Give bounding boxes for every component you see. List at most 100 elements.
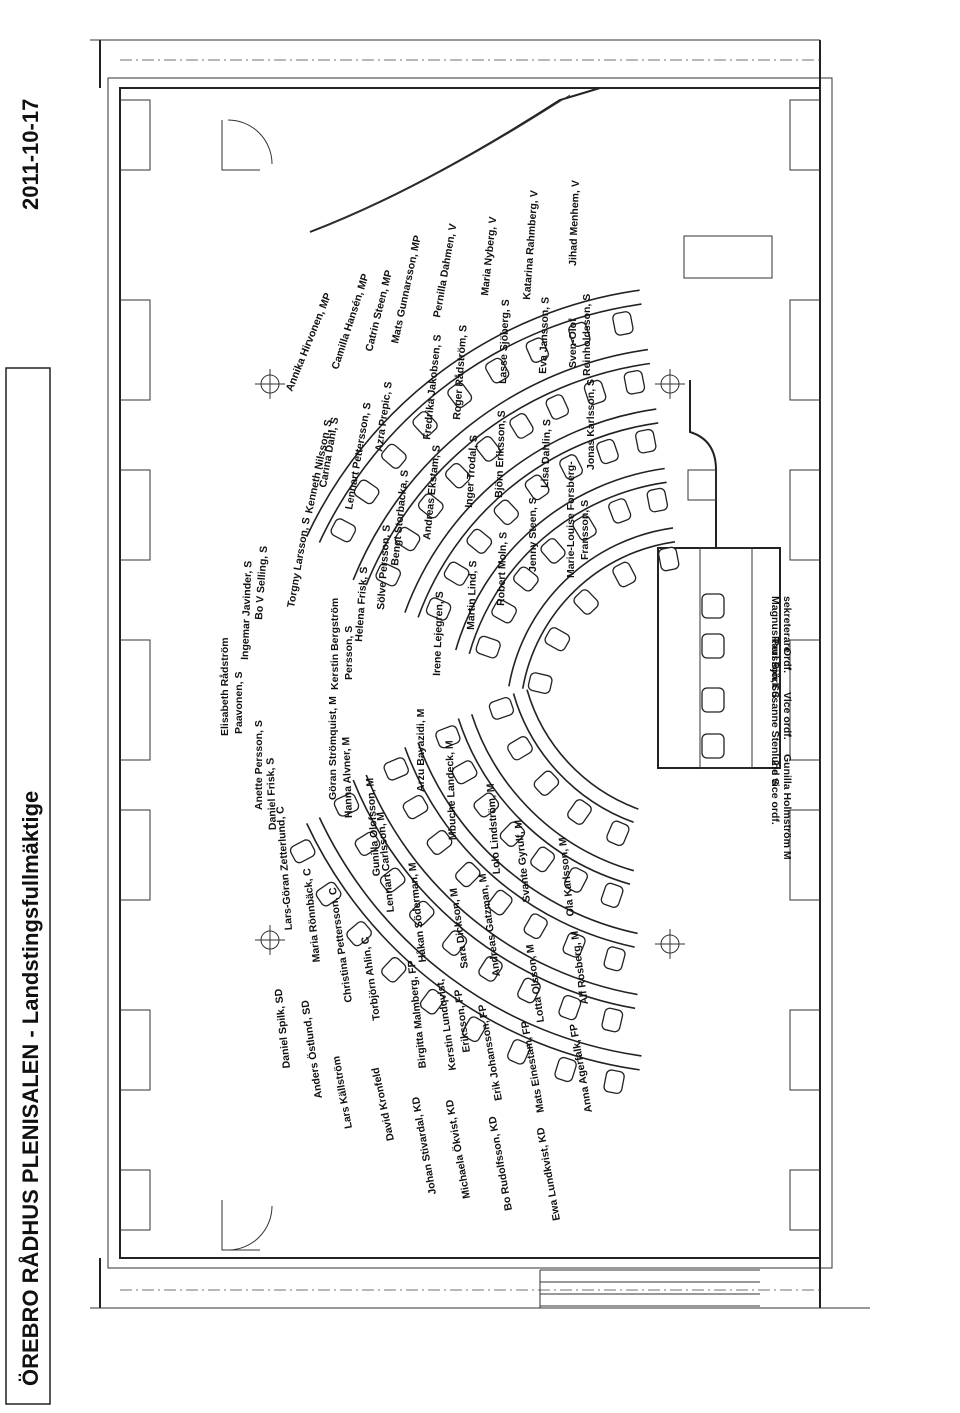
seat-label: Mats Gunnarsson, MP bbox=[389, 234, 424, 344]
bench-arc bbox=[404, 747, 635, 948]
survey-markers bbox=[255, 369, 685, 959]
bench-arc bbox=[512, 693, 634, 824]
chair bbox=[568, 321, 591, 347]
seat-label: Inger Trodal, S bbox=[463, 435, 480, 509]
chair bbox=[354, 831, 381, 856]
chair bbox=[562, 932, 586, 958]
chair bbox=[612, 311, 634, 336]
seat-label: Christina Pettersson, C bbox=[327, 886, 355, 1003]
chair bbox=[375, 562, 401, 587]
bench-arc bbox=[526, 689, 639, 810]
seat-label: Hanna Alvner, M bbox=[340, 736, 355, 818]
seat-label: Arzu Bayazidi, M bbox=[415, 708, 427, 792]
presidium-chair bbox=[701, 687, 725, 713]
bench-arc bbox=[404, 408, 657, 613]
bench-arc bbox=[305, 823, 640, 1071]
seat-label: Paavonen, S bbox=[233, 672, 245, 734]
chair bbox=[435, 725, 461, 749]
presidium-line: Ordf. bbox=[781, 648, 793, 673]
chair bbox=[473, 792, 500, 818]
chair bbox=[383, 757, 409, 781]
seat-label: Martin Lind, S bbox=[465, 560, 479, 630]
bench-arc bbox=[352, 779, 636, 1010]
seat-label: David Kronfeld bbox=[370, 1066, 397, 1142]
presidium-line: 2:e vice ordf. bbox=[769, 760, 781, 825]
bench-arc bbox=[365, 774, 638, 996]
seat-label: Göran Strömquist, M bbox=[327, 696, 339, 800]
seat-label: Kerstin Bergström bbox=[329, 598, 341, 690]
seat-label: Reinholdsson, S bbox=[581, 294, 593, 376]
chair bbox=[600, 882, 624, 908]
chair bbox=[513, 566, 539, 592]
chair bbox=[419, 988, 445, 1015]
bench-arc bbox=[455, 467, 665, 651]
presidium-labels: Gunilla Holmström M 2:e vice ordf. Susan… bbox=[769, 596, 793, 860]
seat-label: Maria Rönnbäck, C bbox=[301, 867, 323, 963]
seat-label: Irene Lejegren, S bbox=[431, 591, 446, 676]
chair bbox=[509, 413, 534, 439]
chair bbox=[493, 499, 519, 526]
chair bbox=[544, 627, 571, 652]
chair bbox=[527, 672, 553, 694]
seat-label: Roger Rådström, S bbox=[451, 324, 470, 420]
seat-label: Bengt Storbacka, S bbox=[389, 469, 411, 566]
seat-label: Katarina Rahmberg, V bbox=[521, 190, 541, 300]
seat-label: Sven-Olof bbox=[567, 318, 579, 368]
chair bbox=[445, 462, 471, 489]
chair bbox=[603, 1069, 625, 1095]
title-box bbox=[5, 367, 51, 1405]
presidium-line: Raul Björk S bbox=[769, 636, 781, 698]
chair bbox=[412, 411, 438, 437]
bench-arc bbox=[521, 541, 676, 689]
building-walls bbox=[90, 39, 870, 1309]
seat-label: Torgny Larsson, S bbox=[285, 516, 313, 608]
seat-label: Robert Moln, S bbox=[495, 532, 510, 606]
seat-label: Daniel Spilk, SD bbox=[273, 988, 293, 1069]
seat-label: Bo Rudolfsson, KD bbox=[486, 1115, 515, 1212]
seat-label: Lars Källström bbox=[330, 1055, 355, 1129]
chair bbox=[558, 994, 582, 1021]
chair bbox=[487, 889, 513, 916]
chair bbox=[573, 589, 599, 615]
bench-arc bbox=[352, 348, 649, 581]
chair bbox=[567, 799, 592, 825]
seat-label: Mbuche Landeck, M bbox=[444, 740, 459, 840]
chair bbox=[330, 518, 357, 543]
chair bbox=[475, 436, 501, 462]
seat-label: Erik Johansson, FP bbox=[476, 1004, 505, 1102]
bench-arc bbox=[508, 527, 674, 687]
seat-label: Sölve Persson, S bbox=[375, 524, 393, 610]
chair bbox=[657, 546, 680, 572]
chair bbox=[443, 561, 470, 586]
bench-arc bbox=[468, 481, 667, 655]
seat-label: Torbjörn Ahlin, C bbox=[359, 935, 383, 1021]
bench-arc bbox=[417, 422, 659, 618]
presidium-chair bbox=[701, 593, 725, 619]
chair bbox=[353, 479, 380, 505]
chair bbox=[381, 957, 407, 983]
chair bbox=[455, 861, 481, 888]
seat-label: Anders Östlund, SD bbox=[298, 999, 325, 1099]
chair bbox=[451, 760, 478, 785]
chair bbox=[612, 561, 637, 588]
seat-label: Helena Frisk, S bbox=[353, 566, 370, 642]
chair bbox=[491, 599, 517, 624]
chair bbox=[425, 597, 452, 621]
seat-label: Sara Dickson, M bbox=[448, 887, 471, 969]
header: ÖREBRO RÅDHUS PLENISALEN - Landstingsful… bbox=[5, 99, 51, 1405]
seat-label: Annika Hirvonen, MP bbox=[284, 291, 334, 393]
seat-label: Pernilla Dahmen, V bbox=[431, 223, 459, 319]
seat-label: Mats Einestam, FP bbox=[519, 1020, 547, 1113]
chair bbox=[485, 357, 510, 384]
seat-label: Lasse Sjöberg, S bbox=[497, 299, 512, 384]
chair bbox=[623, 369, 646, 395]
chair bbox=[381, 443, 407, 469]
left-block-labels: Annika Hirvonen, MP Camilla Hansén, MP C… bbox=[219, 180, 597, 736]
chair bbox=[462, 1016, 487, 1043]
presidium-chair bbox=[701, 733, 725, 759]
chair bbox=[475, 635, 501, 659]
presidium-line: Magnus Persson, bbox=[769, 596, 781, 683]
seat-label: Marie-Louise Forsberg- bbox=[565, 461, 577, 578]
seat-label: Björn Eriksson, S bbox=[493, 410, 508, 498]
chair bbox=[646, 487, 669, 513]
